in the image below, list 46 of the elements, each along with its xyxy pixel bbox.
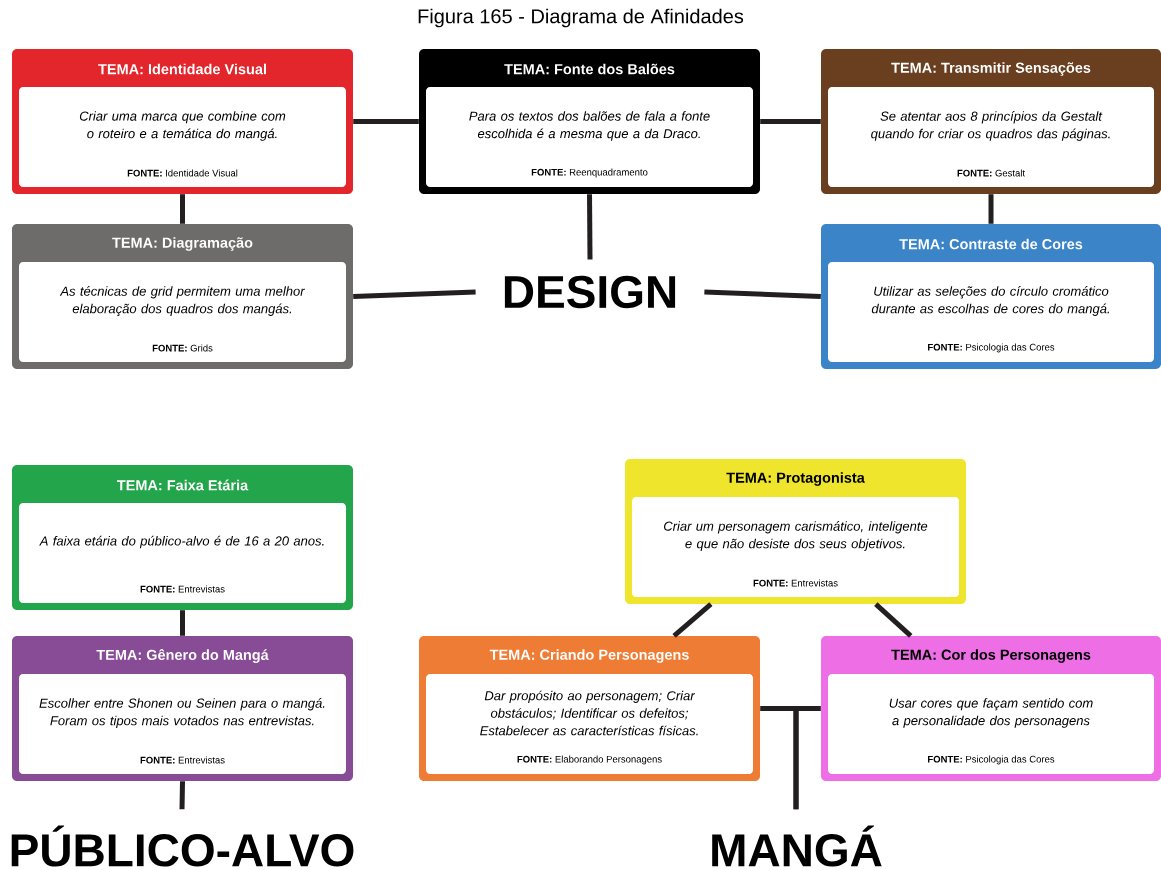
card-text: Escolher entre Shonen ou Seinen para o mangá. Foram os tipos mais votados nas entrevistas. [39,698,325,728]
source-note: FONTE: Gestalt [957,169,1025,177]
connector-line [793,706,821,810]
connector-line [760,119,821,124]
category-heading: DESIGN [504,275,676,309]
card-text: Dar propósito ao personagem; Criar obstáculos; Identificar os defeitos; Estabelecer as características físicas. [480,690,698,736]
card-title: TEMA: Fonte dos Balões [504,63,675,75]
connector-line [179,781,185,810]
connector-line [180,610,185,636]
card-text: Para os textos dos balões de fala a fonte escolhida é a mesma que a da Draco. [469,111,710,141]
card-text: As técnicas de grid permitem uma melhor elaboração dos quadros dos mangás. [59,286,305,316]
connector-line [180,194,185,224]
source-note: FONTE: Psicologia das Cores [928,755,1055,765]
source-note: FONTE: Elaborando Personagens [517,755,662,765]
connector-line [353,119,419,124]
connector-line [672,602,713,638]
card-text: Criar uma marca que combine com o roteiro e a temática do mangá. [79,111,286,141]
category-heading: PÚBLICO-ALVO [11,825,354,867]
connector-line [353,289,476,299]
card-title: TEMA: Identidade Visual [98,63,266,75]
source-note: FONTE: Reenquadramento [531,168,648,178]
card-text: Criar um personagem carismático, inteligente e que não desiste dos seus objetivos. [664,521,928,551]
source-note: FONTE: Grids [152,344,213,352]
category-heading: MANGÁ [712,825,882,867]
card-title: TEMA: Gênero do Mangá [96,649,269,663]
source-note: FONTE: Entrevistas [140,756,225,764]
card-title: TEMA: Contraste de Cores [899,238,1083,250]
title: Figura 165 - Diagrama de Afinidades [418,8,744,28]
card-text: Utilizar as seleções do círculo cromático durante as escolhas de cores do mangá. [871,286,1109,316]
source-note: FONTE: Entrevistas [140,585,225,593]
connector-line [587,194,593,260]
connector-line [988,194,994,224]
card-title: TEMA: Cor dos Personagens [891,649,1091,663]
card-title: TEMA: Faixa Etária [117,479,249,491]
card-text: Se atentar aos 8 princípios da Gestalt quando for criar os quadros das páginas. [871,111,1110,141]
card-title: TEMA: Protagonista [726,472,865,486]
connector-line [704,289,821,299]
source-note: FONTE: Entrevistas [753,579,838,587]
card-title: TEMA: Diagramação [112,237,253,251]
card-title: TEMA: Transmitir Sensações [891,62,1091,76]
source-note: FONTE: Psicologia das Cores [928,343,1055,353]
source-note: FONTE: Identidade Visual [127,169,238,177]
card-text: A faixa etária do público-alvo é de 16 a 20 anos. [39,535,324,549]
card-title: TEMA: Criando Personagens [489,649,689,663]
card-text: Usar cores que façam sentido com a personalidade dos personagens [889,698,1093,728]
connector-line [874,602,913,638]
